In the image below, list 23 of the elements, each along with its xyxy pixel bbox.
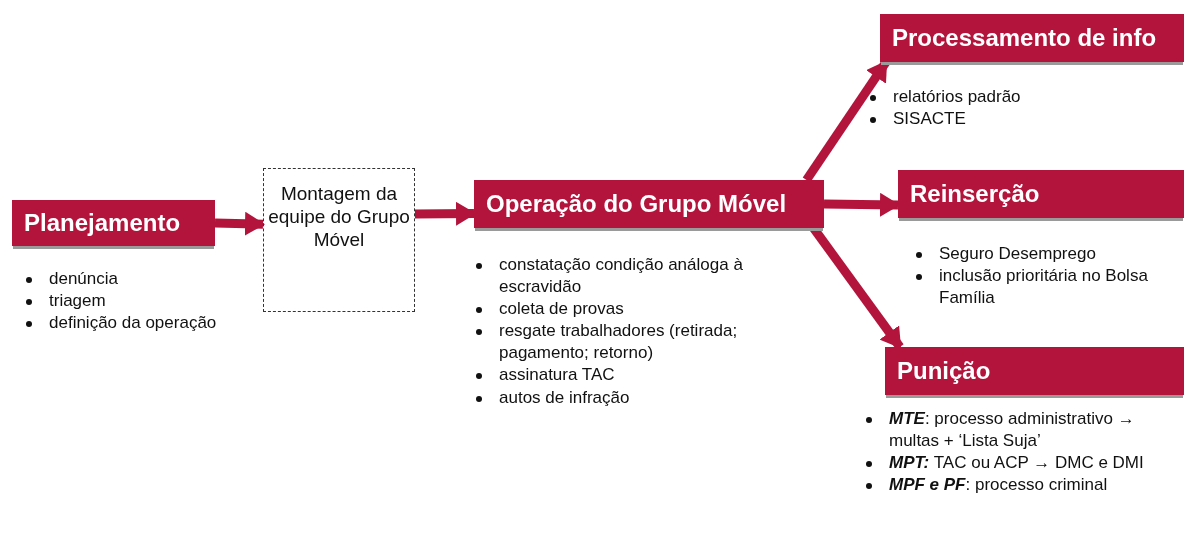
process-header-bar: Operação do Grupo Móvel xyxy=(474,180,824,228)
process-header-bar: Processamento de info xyxy=(880,14,1184,62)
process-header-bar: Planejamento xyxy=(12,200,215,246)
arrow xyxy=(214,211,265,236)
bullet-text: coleta de provas xyxy=(499,299,624,319)
process-header-bar: Punição xyxy=(885,347,1184,395)
bullet-text: autos de infração xyxy=(499,387,630,407)
bullet-text: Seguro Desemprego xyxy=(939,244,1096,263)
bullet-text: MTE: processo administrativo → multas + ‘Lista Suja’ xyxy=(889,409,1135,451)
arrow xyxy=(414,201,476,226)
process-header-bar: Reinserção xyxy=(898,170,1184,218)
bullet-text: definição da operação xyxy=(49,313,217,333)
bullet-text: assinatura TAC xyxy=(499,365,615,385)
bullet-text: SISACTE xyxy=(893,109,966,129)
arrow xyxy=(823,192,900,217)
bullet-text: denúncia xyxy=(49,269,118,288)
bullet-text: relatórios padrão xyxy=(893,87,1021,106)
bullet-text: triagem xyxy=(49,291,106,311)
process-box: Montagem da equipe do Grupo Móvel xyxy=(263,168,415,312)
bullet-text: resgate trabalhadores (retirada; pagamento; retorno) xyxy=(499,321,738,363)
bullet-text: MPF e PF: processo criminal xyxy=(889,475,1108,495)
bullet-text: MPT: TAC ou ACP → DMC e DMI xyxy=(889,453,1144,473)
bullet-text: inclusão prioritária no Bolsa Família xyxy=(939,266,1148,308)
